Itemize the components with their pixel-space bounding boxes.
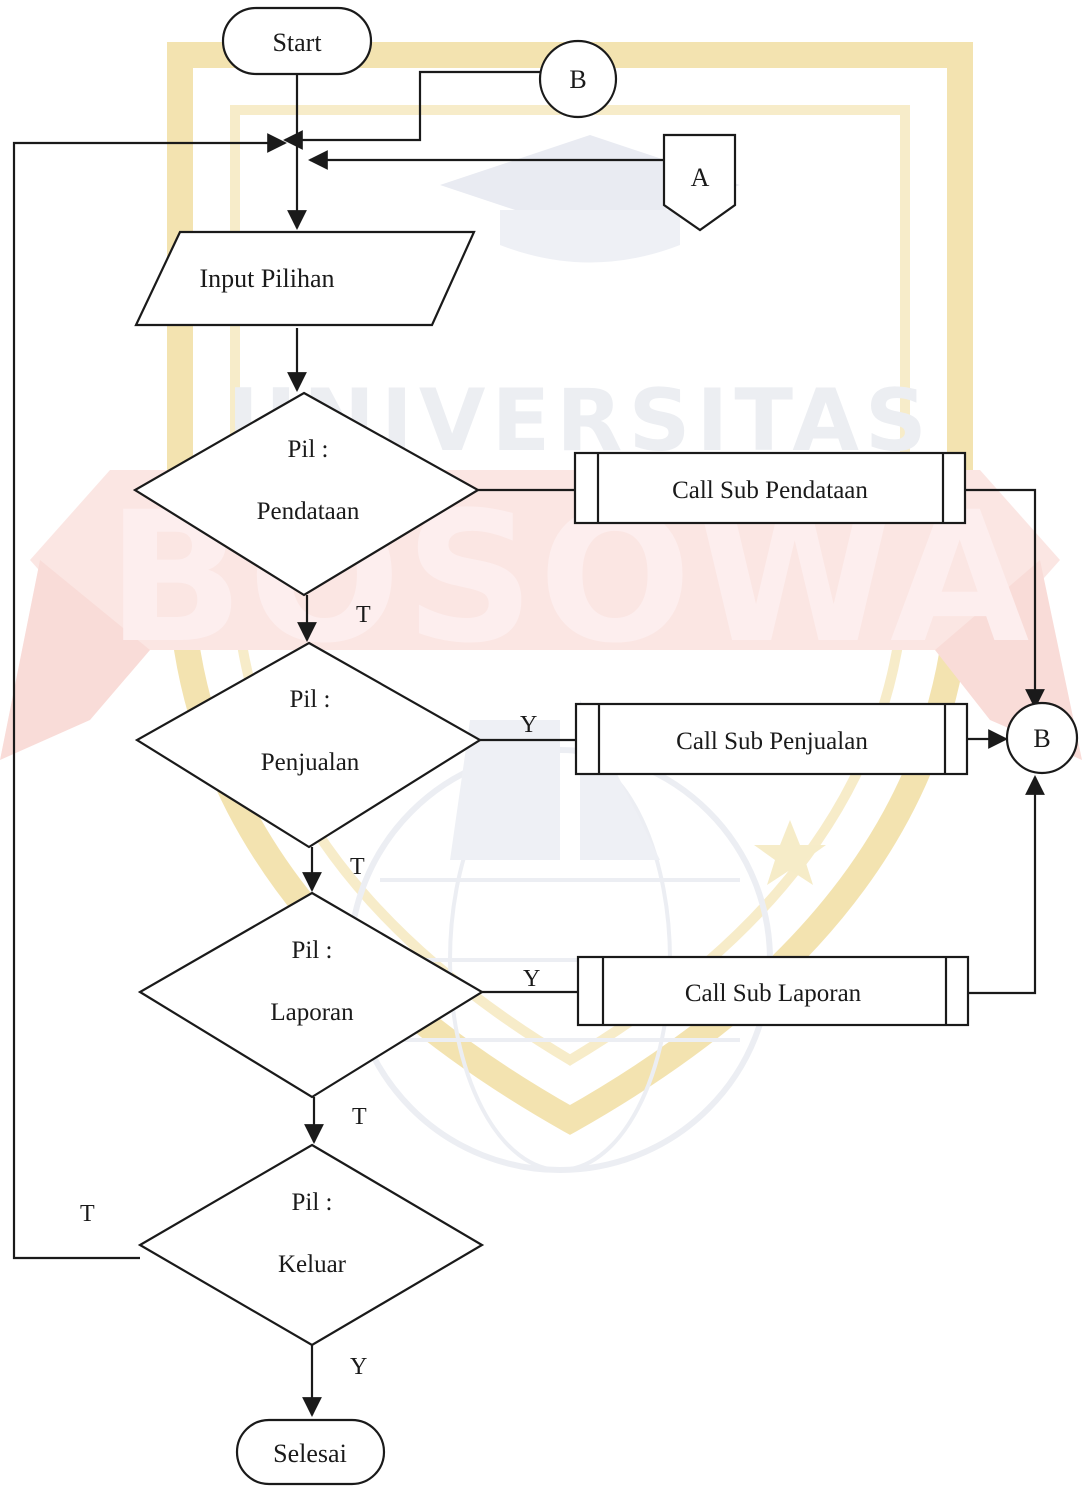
line-sub-laporan-to-b xyxy=(968,777,1035,993)
label-penjualan-yes: Y xyxy=(520,712,537,738)
connector-b-right: B xyxy=(1007,703,1077,773)
offpage-connector-a-label: A xyxy=(691,163,710,192)
input-pilihan-label: Input Pilihan xyxy=(199,264,334,293)
decision-keluar-line1: Pil : xyxy=(292,1189,333,1216)
connector-b-top: B xyxy=(540,41,616,117)
subroutine-pendataan-label: Call Sub Pendataan xyxy=(672,477,868,504)
subroutine-laporan-label: Call Sub Laporan xyxy=(685,980,862,1007)
decision-pendataan-line2: Pendataan xyxy=(257,498,360,525)
decision-pendataan-line1: Pil : xyxy=(288,436,329,463)
decision-keluar-line2: Keluar xyxy=(278,1251,347,1278)
decision-keluar: Pil : Keluar xyxy=(140,1145,482,1345)
decision-penjualan-line1: Pil : xyxy=(290,686,331,713)
decision-laporan-line2: Laporan xyxy=(270,999,354,1026)
label-penjualan-no: T xyxy=(350,854,365,880)
subroutine-laporan: Call Sub Laporan xyxy=(578,957,968,1025)
end-label: Selesai xyxy=(273,1439,347,1468)
decision-penjualan-line2: Penjualan xyxy=(261,749,360,776)
start-terminal: Start xyxy=(223,8,371,74)
label-laporan-yes: Y xyxy=(523,966,540,992)
subroutine-penjualan: Call Sub Penjualan xyxy=(576,704,967,774)
decision-laporan: Pil : Laporan xyxy=(140,893,482,1097)
end-terminal: Selesai xyxy=(237,1420,384,1484)
label-laporan-no: T xyxy=(352,1104,367,1130)
connector-b-right-label: B xyxy=(1033,724,1050,753)
subroutine-penjualan-label: Call Sub Penjualan xyxy=(676,728,868,755)
subroutine-pendataan: Call Sub Pendataan xyxy=(575,453,965,523)
label-pendataan-no: T xyxy=(356,602,371,628)
connector-b-top-label: B xyxy=(569,65,586,94)
label-keluar-no: T xyxy=(80,1201,95,1227)
decision-laporan-line1: Pil : xyxy=(292,937,333,964)
start-label: Start xyxy=(272,28,322,57)
input-pilihan: Input Pilihan xyxy=(136,232,474,325)
label-keluar-yes: Y xyxy=(350,1354,367,1380)
